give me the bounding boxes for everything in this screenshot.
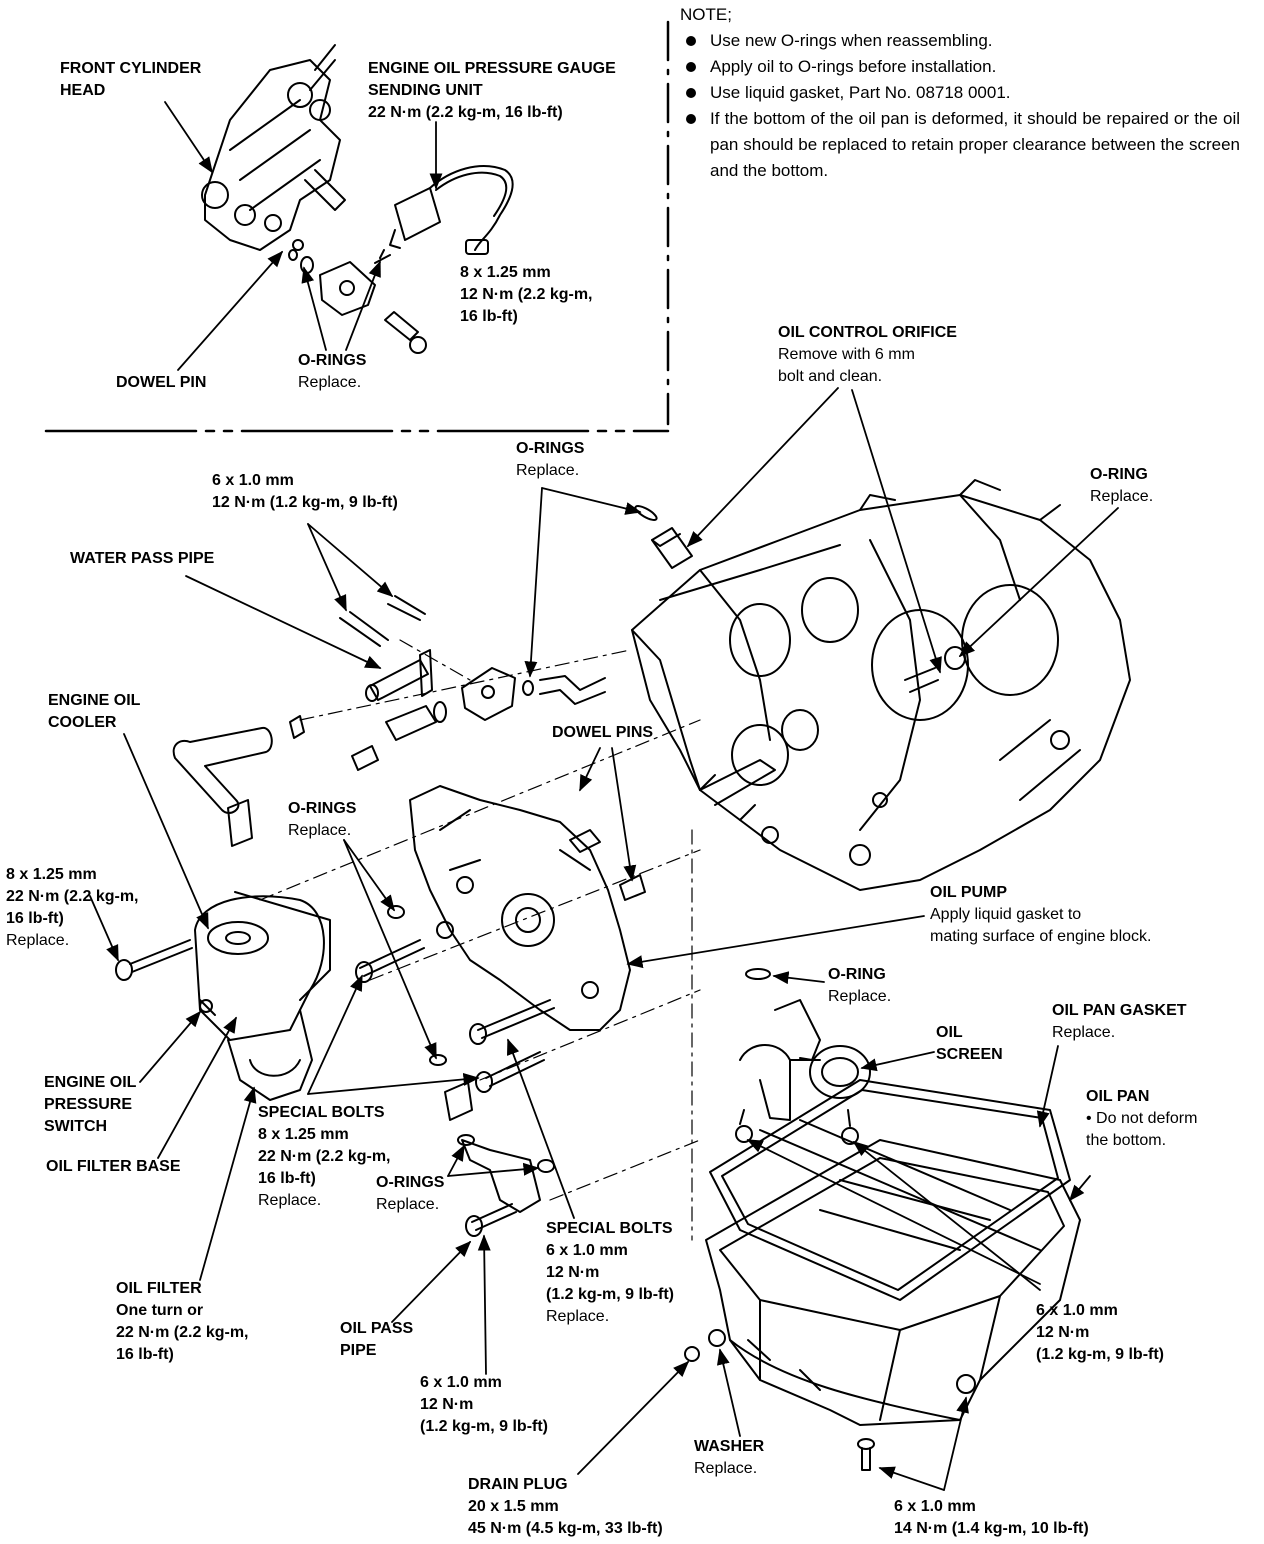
label-front-cylinder-head: FRONT CYLINDER HEAD [60,60,202,99]
label-oil-pan: OIL PAN • Do not deform the bottom. [1086,1088,1198,1149]
label-water-pass-pipe: WATER PASS PIPE [70,550,215,567]
label-oil-filter: OIL FILTER One turn or 22 N·m (2.2 kg-m,… [116,1280,249,1363]
label-engine-oil-pressure-switch: ENGINE OIL PRESSURE SWITCH [44,1074,137,1135]
label-orings-lower: O-RINGS Replace. [376,1174,445,1213]
label-special-bolts-6x10: SPECIAL BOLTS 6 x 1.0 mm 12 N·m (1.2 kg-… [546,1220,675,1325]
leader-lines [89,101,1119,1491]
label-special-bolts-8x125: SPECIAL BOLTS 8 x 1.25 mm 22 N·m (2.2 kg… [258,1104,391,1209]
label-orings-inset: O-RINGS Replace. [298,352,367,391]
label-oil-pan-gasket: OIL PAN GASKET Replace. [1052,1002,1187,1041]
label-oil-filter-base: OIL FILTER BASE [46,1158,181,1175]
label-bolt-8x125-inset: 8 x 1.25 mm 12 N·m (2.2 kg-m, 16 lb-ft) [460,264,593,325]
oil-pump-part [355,785,646,1093]
label-bolt-6x10-pan: 6 x 1.0 mm 12 N·m (1.2 kg-m, 9 lb-ft) [1036,1302,1165,1363]
oil-screen-part [739,968,871,1121]
label-orings-left: O-RINGS Replace. [288,800,357,839]
label-oil-pass-pipe: OIL PASS PIPE [340,1320,414,1359]
label-bolt-6x10-water-pipe: 6 x 1.0 mm 12 N·m (1.2 kg-m, 9 lb-ft) [212,472,398,511]
label-dowel-pin: DOWEL PIN [116,374,207,391]
label-orings-center: O-RINGS Replace. [516,440,585,479]
oil-pass-pipe-part [444,1081,555,1237]
front-cylinder-head-part [201,44,346,251]
oil-pan-part [684,1139,1081,1471]
label-oring-right: O-RING Replace. [1090,466,1154,505]
oil-pan-gasket-part [709,1079,1071,1301]
note-item: If the bottom of the oil pan is deformed… [680,106,1240,184]
note-list: Use new O-rings when reassembling. Apply… [680,28,1240,184]
label-bolt-6x10-bottom: 6 x 1.0 mm 14 N·m (1.4 kg-m, 10 lb-ft) [894,1498,1089,1537]
note-item: Apply oil to O-rings before installation… [680,54,1240,80]
label-sending-unit: ENGINE OIL PRESSURE GAUGE SENDING UNIT 2… [368,60,616,121]
note-title: NOTE; [680,5,732,24]
water-pass-pipe-part [339,595,606,721]
label-engine-oil-cooler: ENGINE OIL COOLER [48,692,141,731]
label-oil-pump: OIL PUMP Apply liquid gasket to mating s… [930,884,1152,945]
label-oil-control-orifice: OIL CONTROL ORIFICE Remove with 6 mm bol… [778,324,957,385]
label-bolt-6x10-oil-pipe: 6 x 1.0 mm 12 N·m (1.2 kg-m, 9 lb-ft) [420,1374,549,1435]
inset-flange-part [288,249,427,354]
label-oil-screen: OIL SCREEN [936,1024,1003,1063]
label-dowel-pins: DOWEL PINS [552,724,654,741]
label-bolt-8x125-cooler: 8 x 1.25 mm 22 N·m (2.2 kg-m, 16 lb-ft) … [6,866,139,949]
label-oring-screen: O-RING Replace. [828,966,892,1005]
label-drain-plug: DRAIN PLUG 20 x 1.5 mm 45 N·m (4.5 kg-m,… [468,1476,663,1537]
inset-frame [44,20,670,433]
oil-cooler-part [115,701,447,1101]
note-item: Use liquid gasket, Part No. 08718 0001. [680,80,1240,106]
note-block: NOTE; Use new O-rings when reassembling.… [680,2,1240,184]
engine-block-part [631,479,1131,891]
note-item: Use new O-rings when reassembling. [680,28,1240,54]
label-washer: WASHER Replace. [694,1438,765,1477]
oil-control-orifice-part [634,505,693,569]
sending-unit-part [389,165,514,255]
